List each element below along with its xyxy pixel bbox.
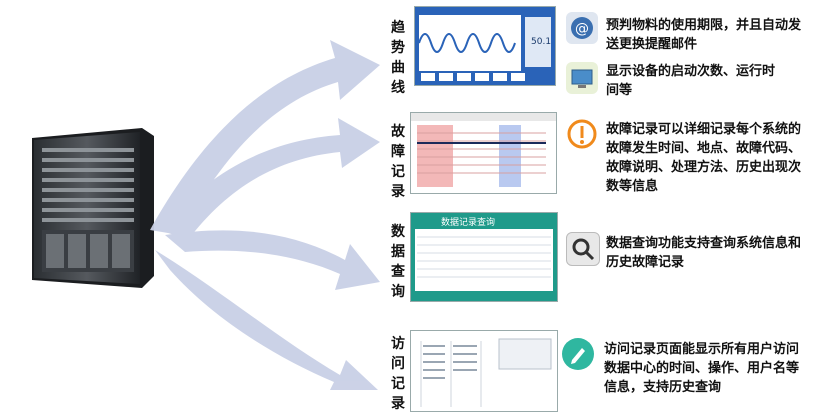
edit-icon: [562, 338, 594, 370]
access-record-screen: [410, 330, 558, 412]
email-icon: @: [566, 12, 598, 44]
row-label-fault: 故障记录: [391, 124, 405, 200]
server-rack-image: [22, 126, 160, 291]
row-desc-query: 数据查询功能支持查询系统信息和历史故障记录: [606, 236, 802, 270]
row-desc-email: 预判物料的使用期限，并且自动发送更换提醒邮件: [606, 18, 802, 52]
row-label-trend: 趋势曲线: [391, 20, 405, 96]
row-label-query: 数据查询: [391, 224, 405, 300]
row-label-access: 访问记录: [391, 336, 405, 412]
row-desc-monitor: 显示设备的启动次数、运行时间等: [606, 64, 776, 98]
alert-icon: [566, 118, 598, 150]
query-screen: 数据记录查询: [410, 212, 558, 302]
fault-record-screen: [410, 112, 557, 194]
monitor-icon: [566, 62, 598, 94]
trend-chart-screen: 50.1: [414, 6, 556, 86]
trend-value-readout: 50.1: [531, 37, 552, 47]
flow-arrows: [140, 20, 380, 390]
row-desc-fault: 故障记录可以详细记录每个系统的故障发生时间、地点、故障代码、故障说明、处理方法、…: [606, 122, 802, 194]
search-icon: [566, 232, 600, 266]
row-desc-access: 访问记录页面能显示所有用户访问数据中心的时间、操作、用户名等信息，支持历史查询: [604, 342, 800, 395]
query-screen-title: 数据记录查询: [441, 218, 496, 228]
svg-text:@: @: [575, 21, 589, 37]
